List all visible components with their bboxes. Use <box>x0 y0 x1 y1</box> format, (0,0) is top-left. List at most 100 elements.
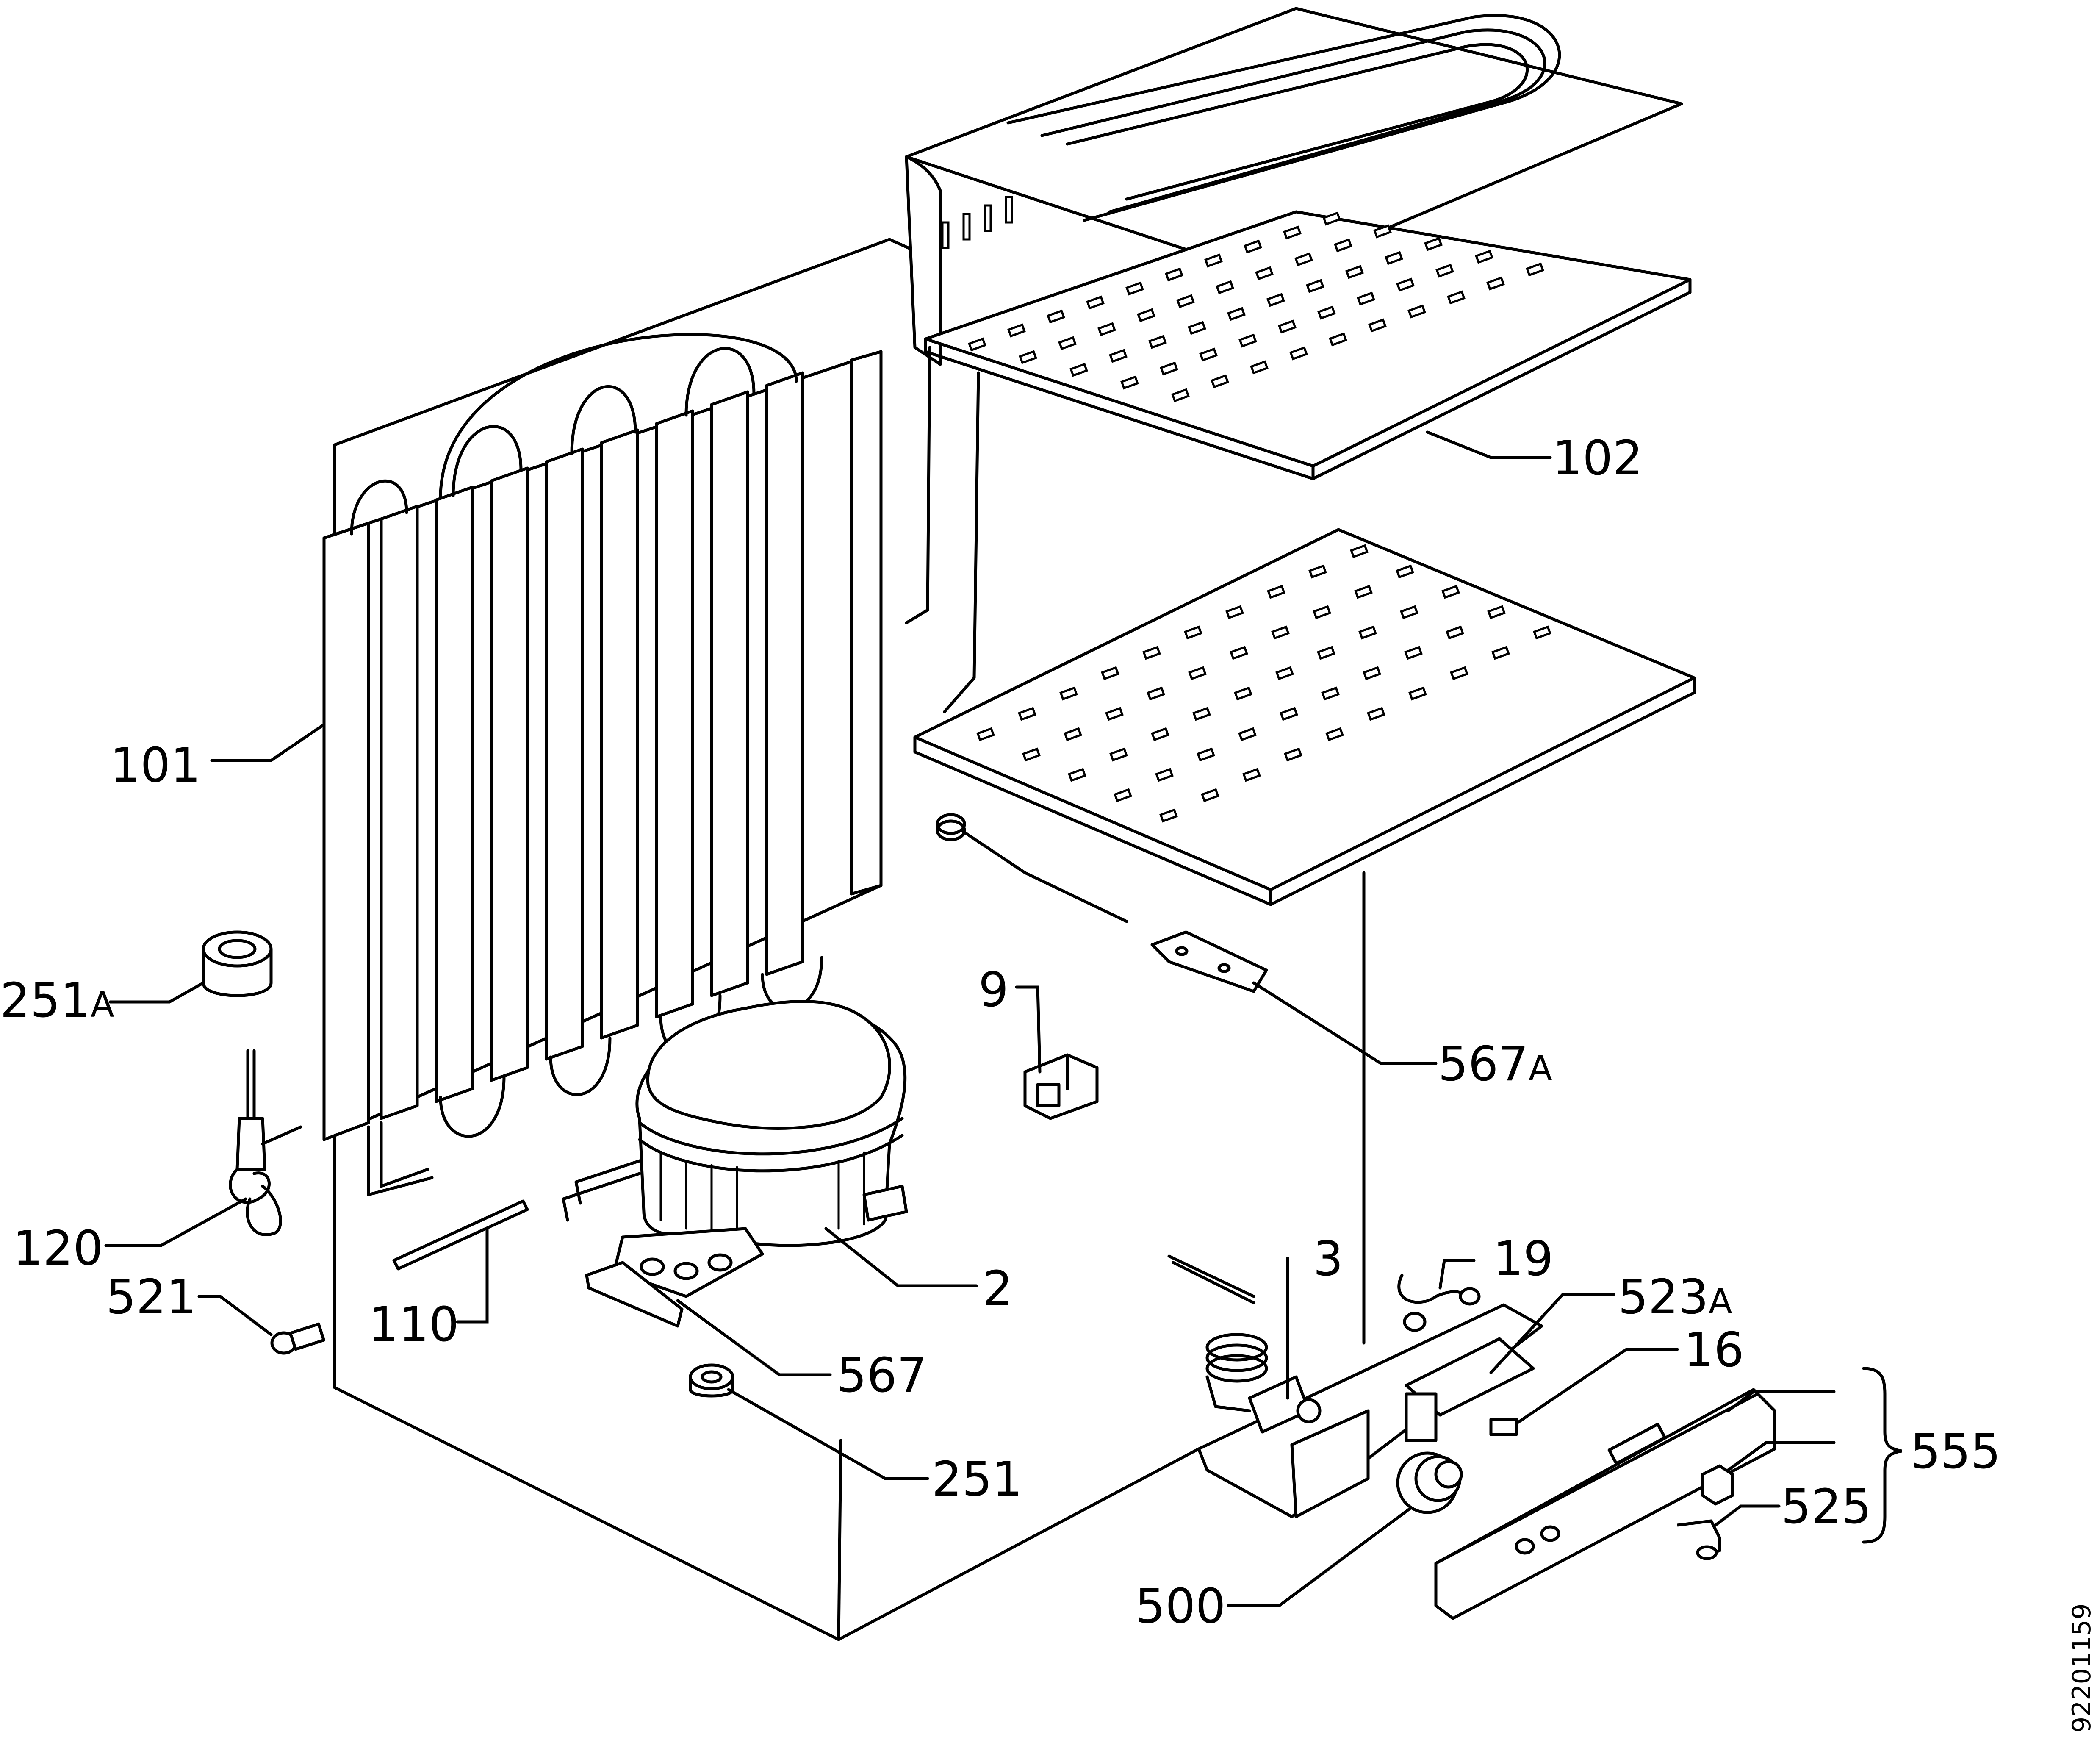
vent-slot <box>968 337 986 352</box>
vent-slot <box>1526 262 1544 277</box>
label-500: 500 <box>1135 1579 1226 1634</box>
label-525: 525 <box>1781 1479 1872 1534</box>
vent-slot <box>1176 294 1195 308</box>
label-3: 3 <box>1313 1232 1343 1287</box>
label-251a-number: 251 <box>0 973 91 1028</box>
lamp-bracket-567a <box>1150 930 1268 993</box>
leader-555-cube <box>1726 1441 1836 1472</box>
leader-101 <box>210 723 326 762</box>
vent-slot <box>1317 305 1336 320</box>
vent-slot <box>1188 666 1207 680</box>
vent-slot <box>1408 686 1427 701</box>
label-2: 2 <box>983 1261 1013 1316</box>
leader-9 <box>1015 985 1042 1074</box>
vent-slot <box>1238 333 1257 348</box>
vent-slot <box>1275 666 1294 680</box>
vent-slot <box>1358 625 1377 640</box>
label-523a: 523A <box>1618 1270 1732 1325</box>
label-101: 101 <box>110 738 201 793</box>
vent-slot <box>1109 747 1128 762</box>
label-523a-number: 523 <box>1618 1270 1709 1325</box>
vent-slot <box>1447 290 1466 305</box>
vent-slot <box>1266 293 1285 307</box>
mounting-plate-567 <box>585 1261 684 1328</box>
vent-slot <box>1201 788 1219 802</box>
label-16: 16 <box>1684 1323 1744 1378</box>
part-labels: 101 102 251A 120 521 110 2 567 251 9 567… <box>0 431 2001 1634</box>
vent-slot <box>1018 707 1036 721</box>
vent-slot <box>1216 280 1234 294</box>
vent-slot <box>1446 625 1464 640</box>
vent-slot <box>1148 335 1167 349</box>
vent-slot <box>1230 646 1248 660</box>
vent-slot <box>1184 625 1202 640</box>
vent-slot <box>1211 374 1229 388</box>
lower-shelf <box>913 528 1696 923</box>
vent-slot <box>1022 747 1041 762</box>
small-cube <box>1701 1464 1734 1506</box>
vent-slot <box>1404 646 1423 660</box>
leader-251 <box>727 1388 929 1480</box>
vent-slot <box>1225 605 1244 619</box>
leader-521 <box>197 1295 273 1336</box>
vent-slot <box>1086 295 1105 310</box>
vent-slot <box>1199 347 1218 362</box>
vent-slot <box>1155 768 1174 782</box>
label-523a-suffix: A <box>1709 1282 1732 1322</box>
vent-slot <box>1284 747 1302 762</box>
vent-slot <box>1322 211 1341 226</box>
label-251a: 251A <box>0 973 114 1028</box>
drawing-number: 92201159 <box>2067 1604 2097 1733</box>
vent-slot <box>1334 238 1352 253</box>
label-567a-number: 567 <box>1438 1037 1529 1092</box>
vent-slot <box>1120 375 1139 390</box>
vent-slot <box>1059 686 1078 701</box>
vent-slot <box>1407 304 1426 319</box>
vent-slot <box>1313 605 1331 619</box>
leader-555-panel <box>1726 1390 1836 1412</box>
vent-slot <box>1142 646 1161 660</box>
vent-slot <box>1147 686 1165 701</box>
evaporator-102 <box>905 7 1692 713</box>
label-567a-suffix: A <box>1529 1049 1552 1089</box>
thermostat-3 <box>1167 1254 1322 1434</box>
lamp-socket-19 <box>1397 1274 1481 1332</box>
clip-525 <box>1677 1519 1721 1560</box>
vent-slot <box>1109 349 1128 363</box>
vent-slot <box>1114 788 1132 802</box>
label-251a-suffix: A <box>91 985 114 1025</box>
vent-slot <box>1192 707 1211 721</box>
label-120: 120 <box>13 1221 103 1276</box>
label-251: 251 <box>932 1452 1022 1507</box>
vent-slot <box>1250 360 1269 375</box>
vent-slot <box>1306 279 1324 293</box>
vent-slot <box>1171 388 1190 402</box>
vent-slot <box>1487 605 1506 619</box>
vent-slot <box>1325 727 1344 741</box>
vent-slot <box>1400 605 1418 619</box>
label-19: 19 <box>1493 1232 1554 1287</box>
vent-slot <box>1308 564 1327 579</box>
screw-521 <box>270 1322 325 1355</box>
vent-slot <box>1234 686 1252 701</box>
vent-slot <box>1267 585 1285 599</box>
vent-slot <box>1289 346 1308 361</box>
vent-slot <box>1475 250 1493 264</box>
leader-523a <box>1489 1293 1615 1374</box>
leader-567 <box>676 1299 832 1376</box>
vent-slot <box>1345 265 1364 279</box>
label-555: 555 <box>1910 1424 2001 1479</box>
vent-slot <box>1283 225 1302 240</box>
control-panel-555 <box>1434 1388 1776 1620</box>
control-housing <box>1197 1303 1543 1518</box>
label-102: 102 <box>1552 431 1643 486</box>
upper-shelf-vents <box>968 211 1544 402</box>
vent-slot <box>1424 237 1443 251</box>
vent-slot <box>1097 322 1116 336</box>
lower-shelf-vents <box>976 544 1551 823</box>
vent-slot <box>1329 332 1347 347</box>
vent-slot <box>1278 319 1297 334</box>
vent-slot <box>1363 666 1381 680</box>
leader-lines <box>104 430 1902 1607</box>
vent-slot <box>1137 308 1155 322</box>
